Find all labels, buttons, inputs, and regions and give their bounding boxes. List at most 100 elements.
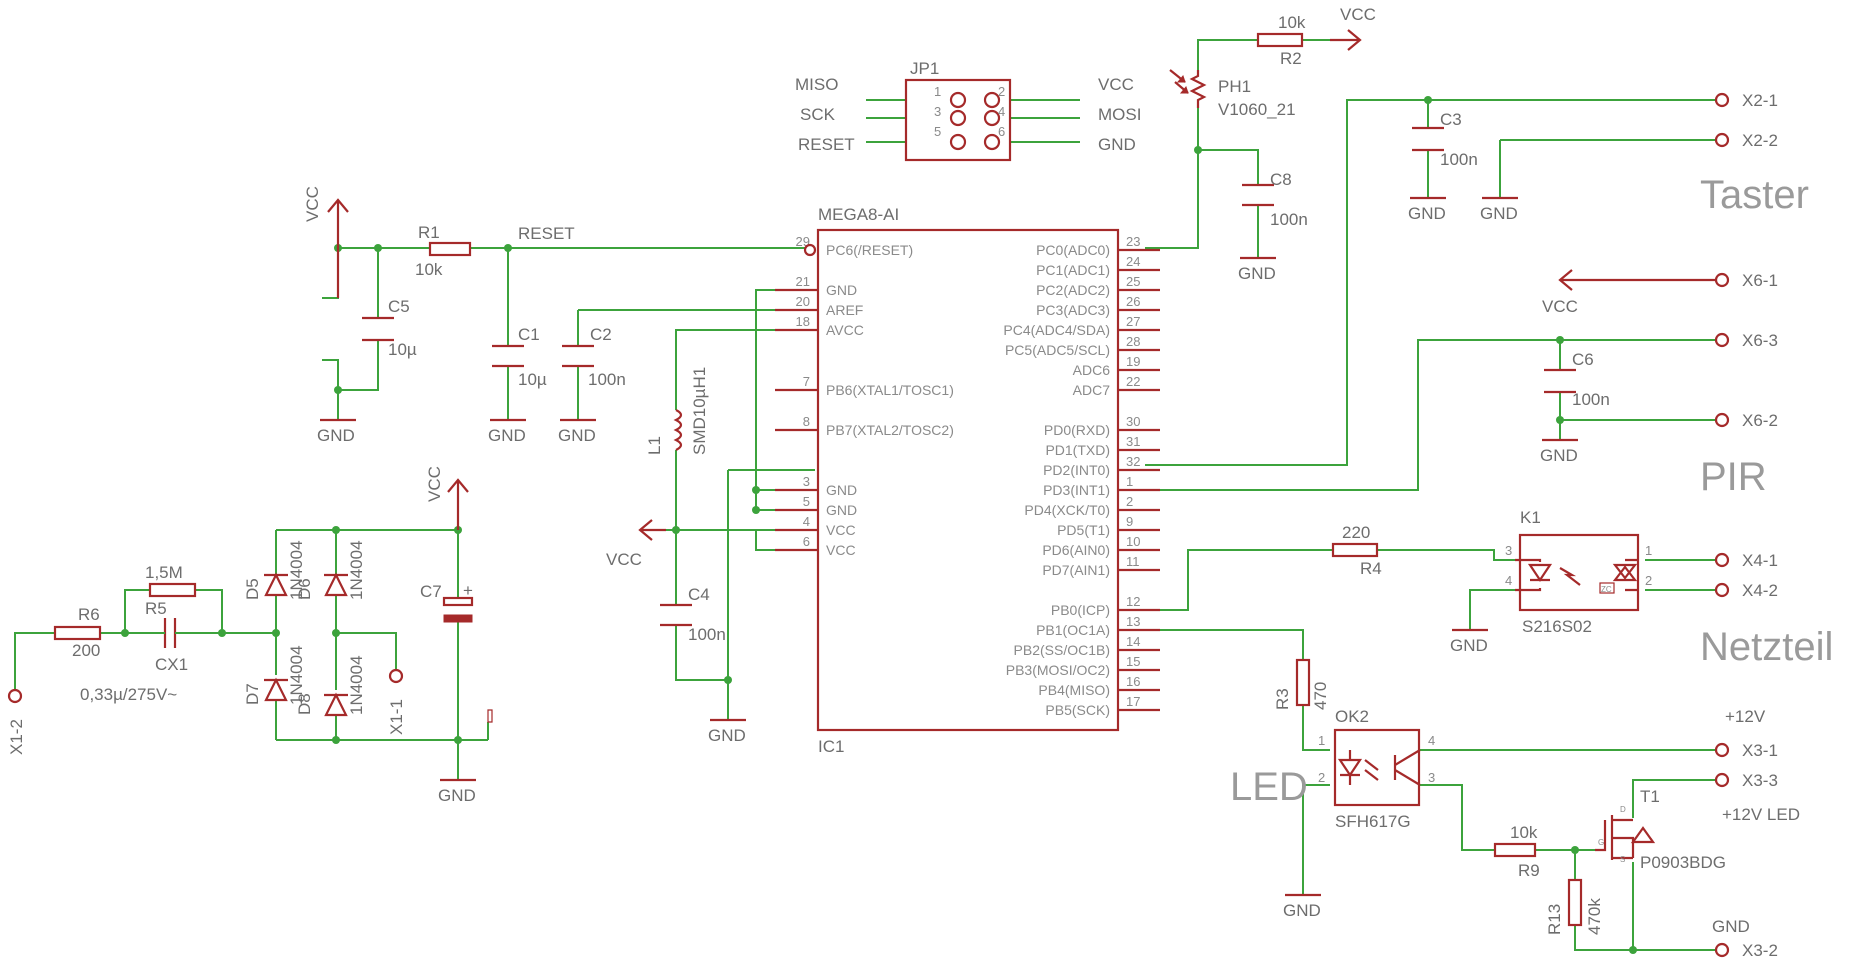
ic1: MEGA8-AI IC1 29PC6(/RESET)21GND20AREF18A…	[775, 205, 1160, 756]
ic1-pin-name-12: PB0(ICP)	[1051, 602, 1110, 618]
x6-1-label: X6-1	[1742, 271, 1778, 290]
jp1-label-vcc: VCC	[1098, 75, 1134, 94]
r6-value: 200	[72, 641, 100, 660]
jp1-label-reset: RESET	[798, 135, 855, 154]
x6-1-terminal[interactable]	[1714, 272, 1730, 288]
ic1-pin-name-19: ADC6	[1073, 362, 1111, 378]
k1-value: S216S02	[1522, 617, 1592, 636]
r6-body	[53, 625, 102, 641]
ic1-pin-num-7: 7	[803, 374, 810, 389]
jp1-label-miso: MISO	[795, 75, 838, 94]
ic1-pin-num-15: 15	[1126, 654, 1140, 669]
x4-2-terminal[interactable]	[1714, 582, 1730, 598]
k1-pin-4: 4	[1505, 573, 1512, 588]
jp1-pin-2: 2	[998, 84, 1005, 99]
ic1-pin-name-4: VCC	[826, 522, 856, 538]
k1-zc: ZC	[1601, 585, 1612, 594]
ic1-pin-name-2: PD4(XCK/T0)	[1024, 502, 1110, 518]
connectors: X2-1 X2-2 X6-1 X6-3 X6-2 X4-1 X4-2 X3-1 …	[7, 91, 1778, 960]
d5-name: D5	[243, 578, 262, 600]
ic1-pin-num-2: 2	[1126, 494, 1133, 509]
x2-2-terminal[interactable]	[1714, 132, 1730, 148]
c8-value: 100n	[1270, 210, 1308, 229]
k1-pin-2: 2	[1645, 573, 1652, 588]
ic1-pin-num-10: 10	[1126, 534, 1140, 549]
c5-name: C5	[388, 297, 410, 316]
jp1-pin-4: 4	[998, 104, 1005, 119]
gnd-label-10: GND	[1283, 901, 1321, 920]
ic1-pin-num-17: 17	[1126, 694, 1140, 709]
vcc-label-4: VCC	[1340, 5, 1376, 24]
x3-1-label: X3-1	[1742, 741, 1778, 760]
plus12v-led-label: +12V LED	[1722, 805, 1800, 824]
x6-3-label: X6-3	[1742, 331, 1778, 350]
ic1-pin-num-31: 31	[1126, 434, 1140, 449]
c6-value: 100n	[1572, 390, 1610, 409]
ic1-pin-name-30: PD0(RXD)	[1044, 422, 1110, 438]
x3-2-terminal[interactable]	[1714, 942, 1730, 958]
k1-pin-1: 1	[1645, 543, 1652, 558]
l1-value: SMD10µH1	[690, 367, 709, 455]
x4-1-terminal[interactable]	[1714, 552, 1730, 568]
ic1-pin-name-9: PD5(T1)	[1057, 522, 1110, 538]
x3-3-terminal[interactable]	[1714, 772, 1730, 788]
jp1-pin-circle-6	[983, 133, 1001, 151]
ic1-pin-name-21: GND	[826, 282, 857, 298]
ic1-pin-num-4: 4	[803, 514, 810, 529]
r9-value: 10k	[1510, 823, 1538, 842]
gnd-label-x3: GND	[1712, 917, 1750, 936]
ic1-pin-num-14: 14	[1126, 634, 1140, 649]
x6-2-terminal[interactable]	[1714, 412, 1730, 428]
ic1-left-pins: 29PC6(/RESET)21GND20AREF18AVCC7PB6(XTAL1…	[775, 234, 954, 558]
x1-1-label: X1-1	[387, 699, 406, 735]
x1-1-terminal[interactable]	[388, 668, 404, 684]
gnd-label-11: GND	[438, 786, 476, 805]
r2-name: R2	[1280, 49, 1302, 68]
jp1-label-gnd: GND	[1098, 135, 1136, 154]
x2-1-label: X2-1	[1742, 91, 1778, 110]
x6-3-terminal[interactable]	[1714, 332, 1730, 348]
vcc-label-5: VCC	[1542, 297, 1578, 316]
r4-body	[1331, 542, 1379, 558]
x3-1-terminal[interactable]	[1714, 742, 1730, 758]
c7-plus: +	[463, 581, 473, 600]
ic1-pin-num-5: 5	[803, 494, 810, 509]
r3-value: 470	[1311, 682, 1330, 710]
r4-value: 220	[1342, 523, 1370, 542]
ph1: PH1 V1060_21	[1169, 69, 1296, 119]
jp1-pin-3: 3	[934, 104, 941, 119]
ok2-pin-4: 4	[1428, 733, 1435, 748]
ph1-name: PH1	[1218, 77, 1251, 96]
ic1-pin-num-8: 8	[803, 414, 810, 429]
section-netzteil: Netzteil	[1700, 625, 1833, 669]
jp1-pin-circle-1	[949, 91, 967, 109]
junctions	[121, 96, 1637, 954]
c2-plates	[562, 344, 594, 368]
c6-plates	[1544, 368, 1576, 394]
ic1-pin-num-30: 30	[1126, 414, 1140, 429]
section-titles: Taster PIR Netzteil LED	[1230, 173, 1833, 809]
section-taster: Taster	[1700, 173, 1809, 217]
l1-name: L1	[645, 436, 664, 455]
gnd-label-1: GND	[317, 426, 355, 445]
capacitors: C5 10µ C1 10µ C2 100n C4 100n C8 100n C3…	[80, 110, 1610, 704]
cx1-plates	[163, 618, 177, 648]
ic1-pin-num-23: 23	[1126, 234, 1140, 249]
ic1-pin-num-25: 25	[1126, 274, 1140, 289]
c3-plates	[1412, 126, 1444, 152]
ic1-pin-num-19: 19	[1126, 354, 1140, 369]
x2-1-terminal[interactable]	[1714, 92, 1730, 108]
ic1-pin-num-26: 26	[1126, 294, 1140, 309]
c5-value: 10µ	[388, 340, 417, 359]
gnd-label-5: GND	[1238, 264, 1276, 283]
ic1-pin-num-32: 32	[1126, 454, 1140, 469]
c4-name: C4	[688, 585, 710, 604]
ic1-pin-name-20: AREF	[826, 302, 863, 318]
x1-2-terminal[interactable]	[7, 688, 23, 704]
jp1-pin-circle-4	[983, 109, 1001, 127]
x4-1-label: X4-1	[1742, 551, 1778, 570]
c8-plates	[1242, 183, 1274, 207]
power-symbols: VCC GND GND GND GND GND GND GND GND GND …	[303, 5, 1800, 936]
cx1-name: CX1	[155, 655, 188, 674]
c7-plate-top	[442, 596, 474, 607]
